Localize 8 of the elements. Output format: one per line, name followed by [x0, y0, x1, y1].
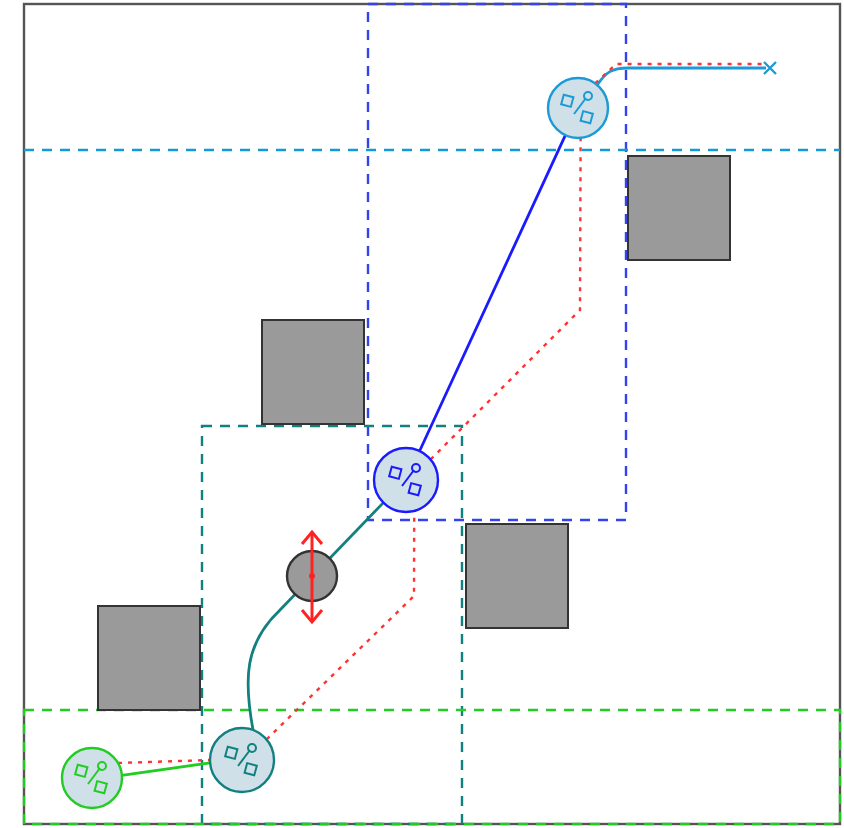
- reference-path: [429, 137, 582, 461]
- robot-drawing: [208, 726, 276, 794]
- robot-drawing: [546, 76, 610, 140]
- robot-drawing: [60, 746, 124, 810]
- trajectory-line: [418, 134, 567, 452]
- robot-drawing: [372, 446, 440, 514]
- reference-path: [117, 758, 211, 765]
- trajectory-line: [121, 761, 211, 777]
